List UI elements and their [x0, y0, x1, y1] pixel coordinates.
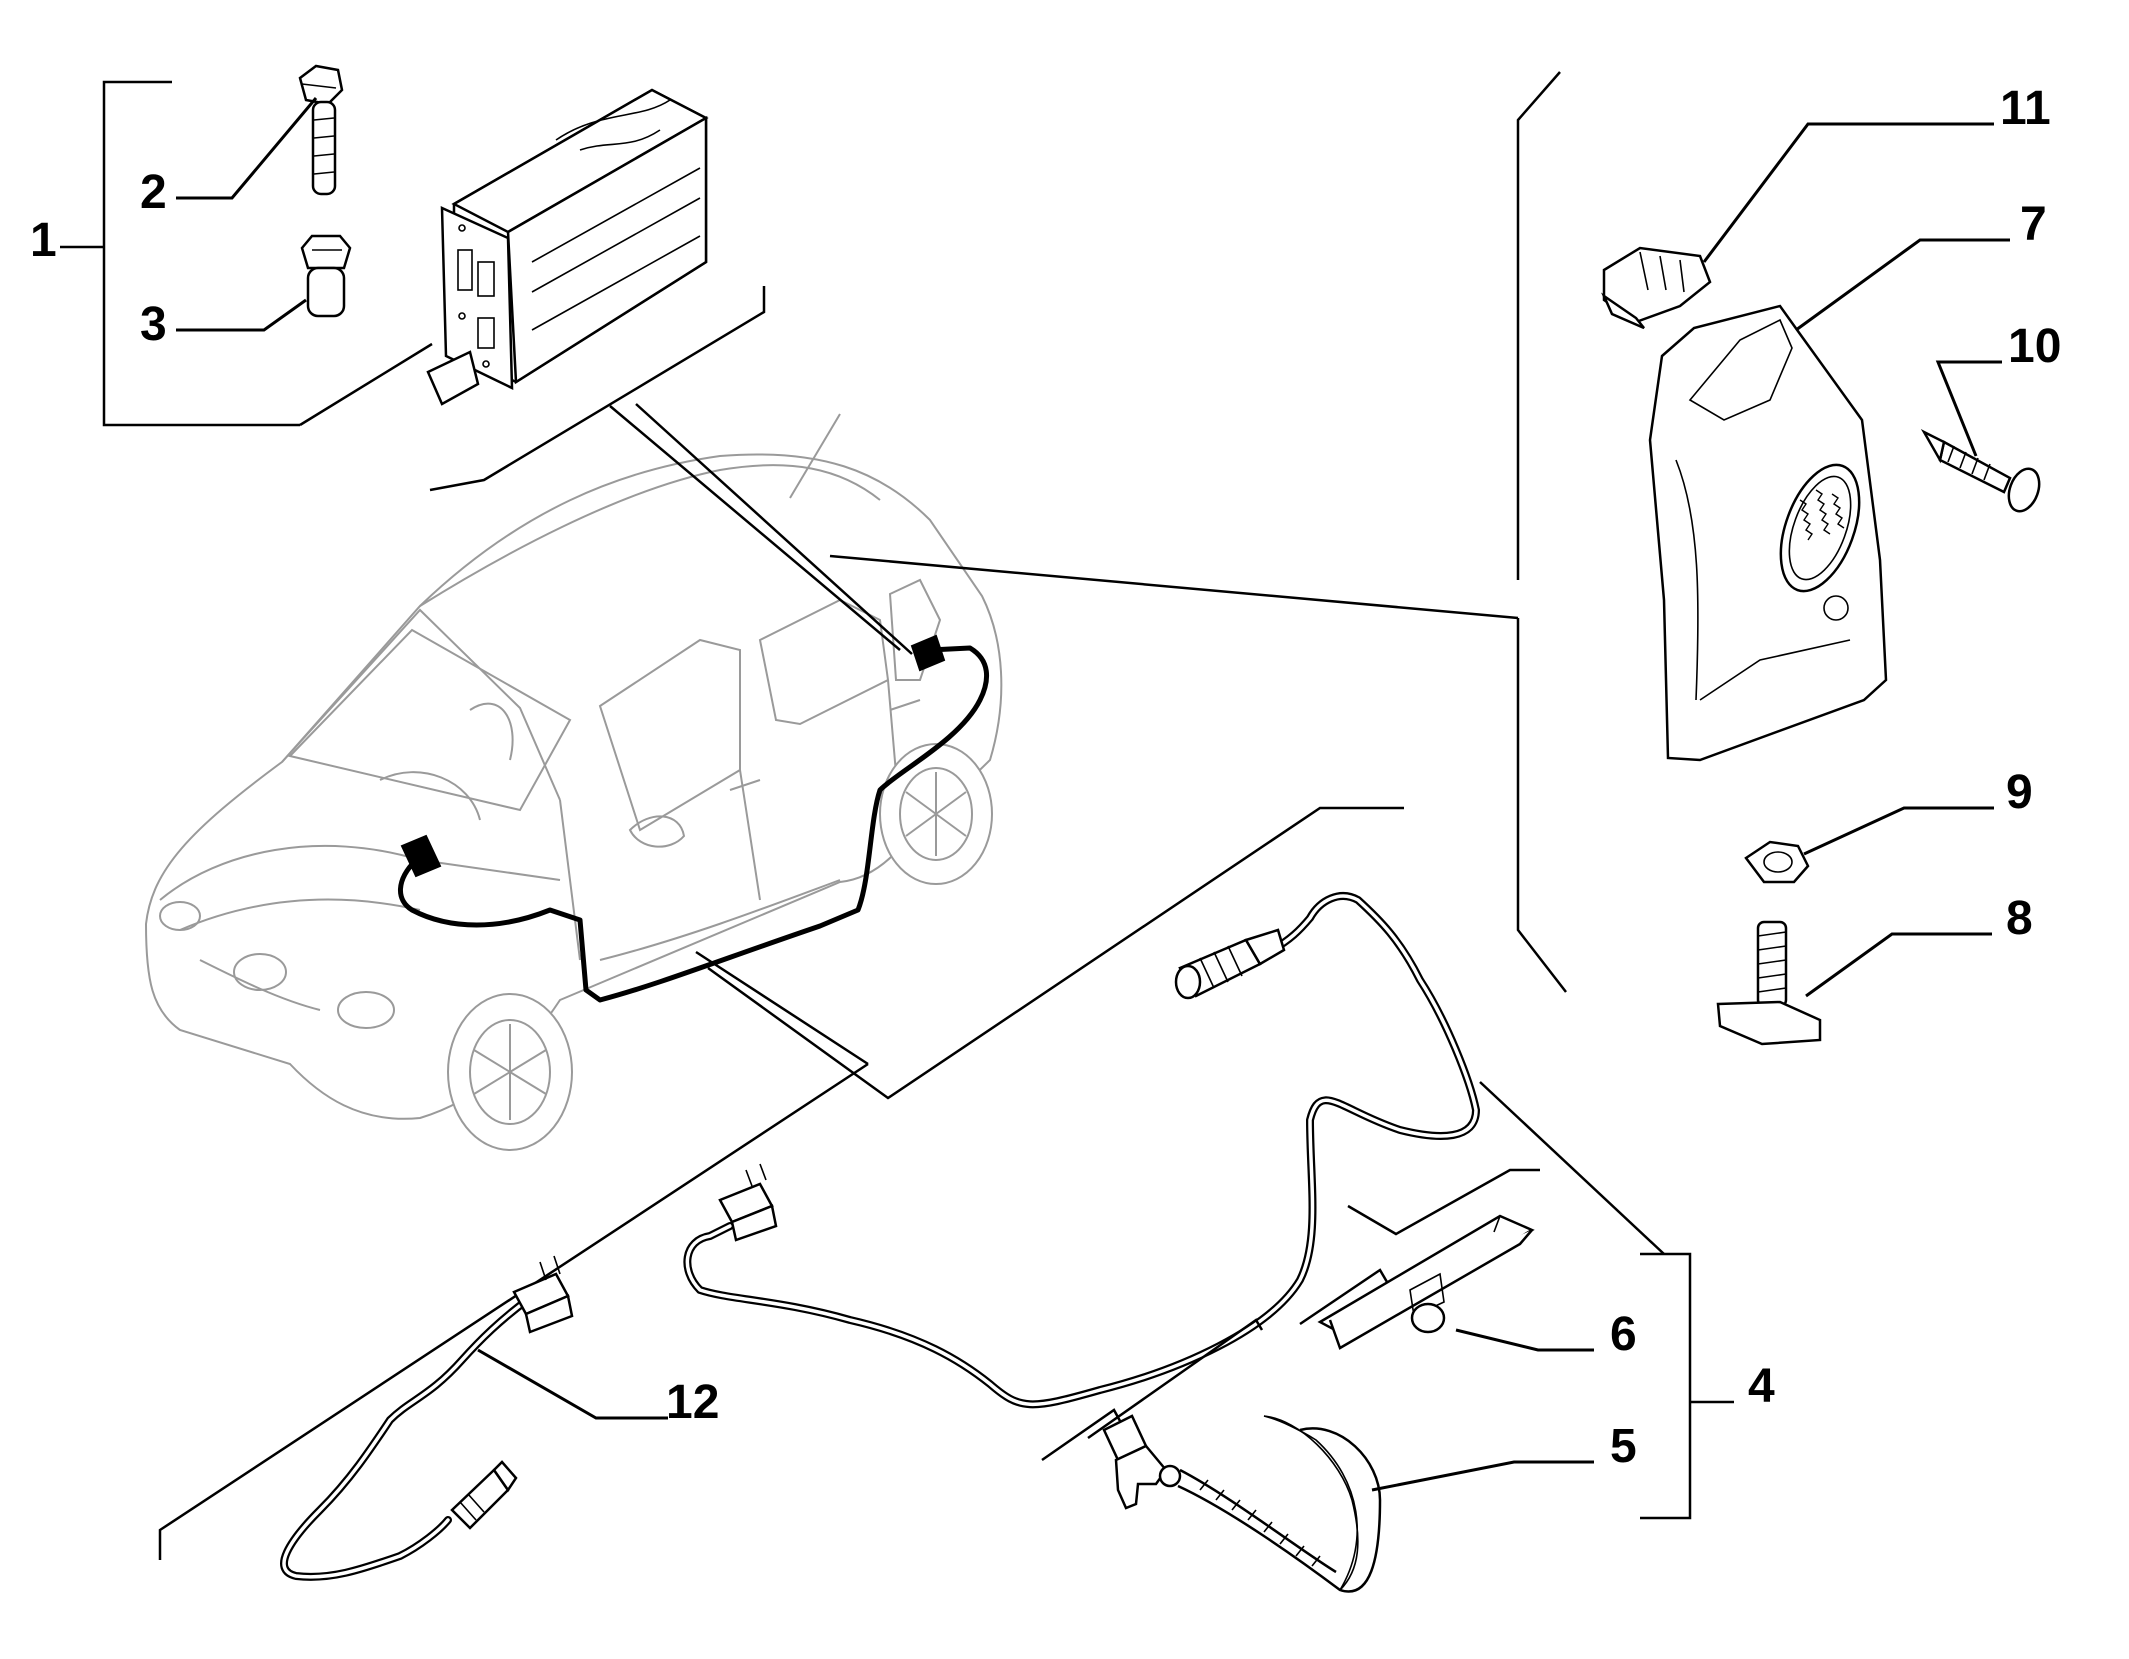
- cable-tie-part-5: [1041, 1318, 1382, 1593]
- spacer-part-3: [300, 234, 352, 318]
- callout-8: 8: [2006, 892, 2033, 945]
- callout-12: 12: [666, 1376, 719, 1429]
- group-7-bracket: [829, 71, 1567, 993]
- callout-4: 4: [1748, 1360, 1775, 1413]
- callout-7: 7: [2020, 198, 2047, 251]
- group-4-bracket: [1479, 1081, 1734, 1520]
- callout-2: 2: [140, 166, 167, 219]
- callout-10: 10: [2008, 320, 2061, 373]
- nut-part-9: [1744, 840, 1810, 884]
- vehicle-wiring-harness: [398, 634, 990, 1003]
- group-1-bracket: [60, 80, 300, 427]
- callout-3: 3: [140, 298, 167, 351]
- speaker-housing-part-7: [1648, 304, 1888, 762]
- callout-9: 9: [2006, 766, 2033, 819]
- control-module: [426, 88, 709, 406]
- callout-1: 1: [30, 214, 57, 267]
- bracket-part-6: [1317, 1214, 1535, 1350]
- stud-part-8: [1716, 920, 1822, 1046]
- callout-6: 6: [1610, 1308, 1637, 1361]
- bolt-part-2: [298, 64, 344, 196]
- callout-11: 11: [2000, 82, 2051, 135]
- screw-part-10: [1920, 429, 2041, 513]
- clip-part-11: [1601, 246, 1712, 330]
- cable-harness: [683, 892, 1480, 1409]
- callout-5: 5: [1610, 1420, 1637, 1473]
- vehicle-outline: [144, 413, 1003, 1151]
- antenna-lead-part-12: [280, 1255, 574, 1581]
